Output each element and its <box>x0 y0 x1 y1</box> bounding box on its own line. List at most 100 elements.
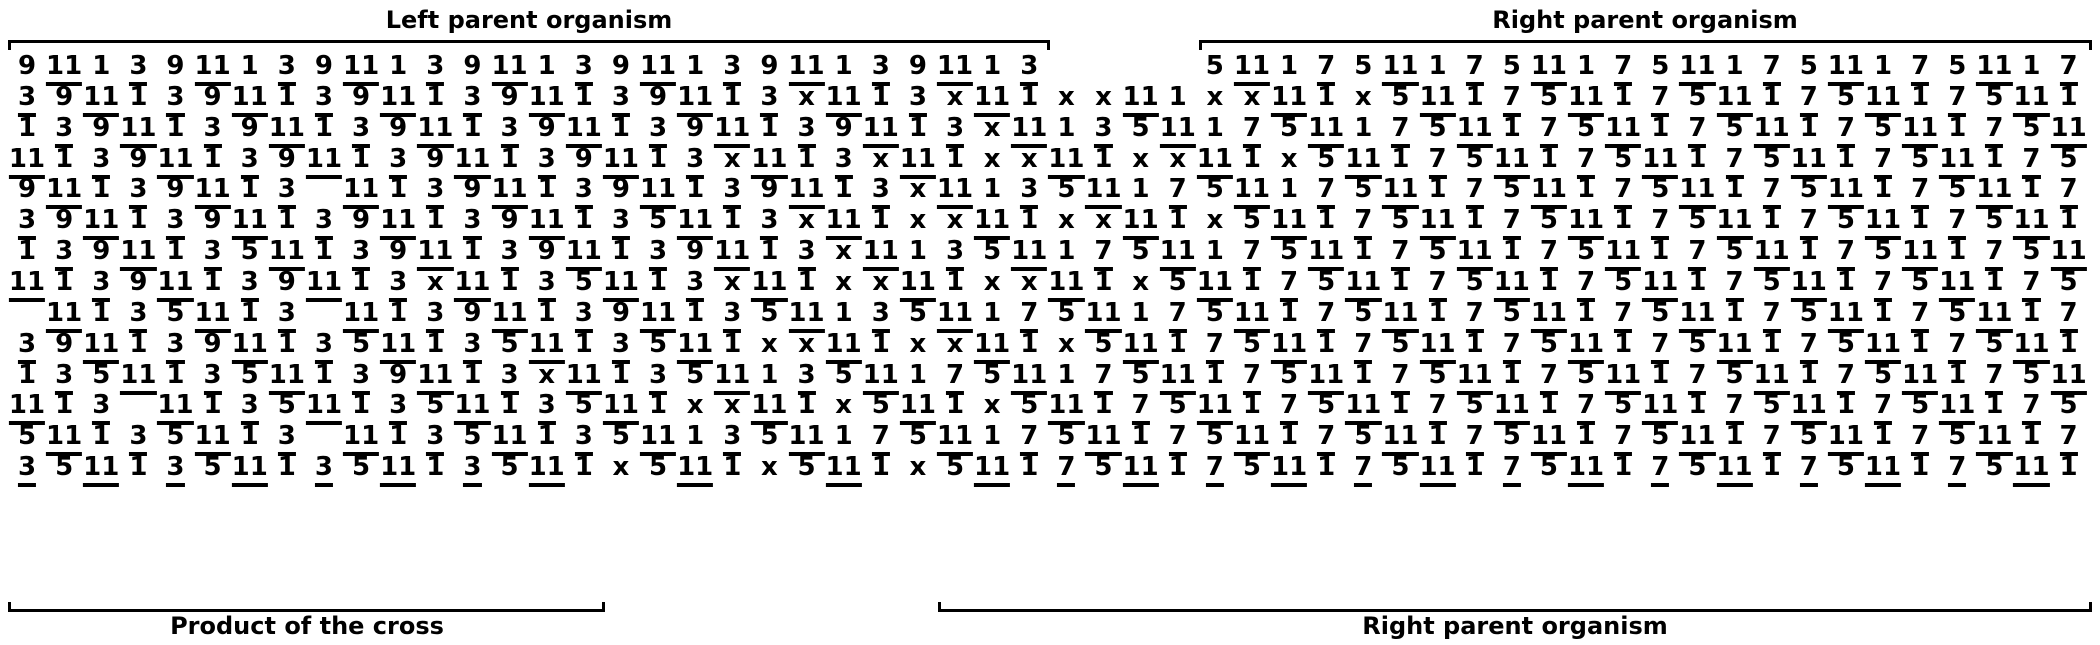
sequence-token: 11 <box>1864 205 1902 241</box>
sequence-token: 1 <box>1428 421 1447 452</box>
sequence-token: 5 <box>1131 236 1150 267</box>
sequence-token: 5 <box>1614 266 1633 297</box>
sequence-token: 3 <box>574 298 593 333</box>
sequence-token: 9 <box>834 112 853 143</box>
sequence-token: 1 <box>686 297 705 328</box>
sequence-token: 1 <box>1354 236 1373 267</box>
sequence-token: 11 <box>974 452 1011 488</box>
sequence-token: 11 <box>231 82 268 117</box>
sequence-token: 1 <box>1948 359 1967 390</box>
crossover-marker: x <box>723 266 741 297</box>
sequence-token: 7 <box>2059 51 2078 86</box>
sequence-token: 1 <box>277 452 296 483</box>
sequence-token: 5 <box>1576 112 1596 143</box>
sequence-token: 5 <box>1539 205 1558 236</box>
sequence-token: 11 <box>1530 174 1567 210</box>
sequence-token: 1 <box>686 174 705 205</box>
sequence-token: 1 <box>129 328 148 359</box>
sequence-token: 7 <box>1428 144 1447 179</box>
sequence-token: 11 <box>1790 267 1827 302</box>
sequence-token: 7 <box>1020 298 1039 333</box>
sequence-token: 7 <box>1911 174 1930 210</box>
sequence-token: 11 <box>936 51 974 86</box>
sequence-token: 11 <box>157 390 194 426</box>
sequence-token: 5 <box>1873 112 1893 143</box>
sequence-token: 9 <box>611 297 630 328</box>
sequence-token: 3 <box>871 298 890 333</box>
sequence-token: 7 <box>1502 205 1521 241</box>
crossover-marker: x <box>723 390 741 421</box>
sequence-token: 1 <box>834 297 853 328</box>
sequence-token: 1 <box>760 112 779 143</box>
crossover-marker: x <box>983 143 1001 174</box>
crossover-marker: x <box>872 143 890 174</box>
sequence-token: 3 <box>611 329 630 364</box>
sequence-token: 1 <box>1762 81 1781 112</box>
sequence-token: 1 <box>17 359 37 390</box>
sequence-token: 1 <box>500 390 519 421</box>
sequence-token: 3 <box>240 144 259 179</box>
sequence-token: 5 <box>871 390 890 421</box>
sequence-token: 3 <box>797 360 816 395</box>
sequence-token: 11 <box>1345 267 1382 302</box>
sequence-token: 7 <box>1354 329 1373 364</box>
sequence-token: 1 <box>92 51 111 81</box>
sequence-token: 7 <box>1985 236 2004 272</box>
sequence-token: 1 <box>834 174 853 205</box>
sequence-token: 7 <box>1576 144 1596 179</box>
sequence-token: 11 <box>677 452 714 488</box>
sequence-token: 5 <box>2022 112 2041 143</box>
sequence-token: 5 <box>55 452 74 483</box>
sequence-token: 1 <box>166 112 185 143</box>
sequence-token: 11 <box>1642 267 1679 302</box>
sequence-token: 3 <box>203 360 222 395</box>
sequence-token: 7 <box>1799 82 1818 117</box>
sequence-token: 11 <box>1382 174 1419 210</box>
sequence-token: 11 <box>1976 421 2013 457</box>
sequence-token: 1 <box>1576 421 1596 452</box>
sequence-token: 1 <box>1354 359 1373 390</box>
sequence-token: 7 <box>1614 421 1633 457</box>
sequence-token: 11 <box>788 51 825 86</box>
sequence-token: 11 <box>1827 298 1864 333</box>
sequence-token: 1 <box>723 205 742 236</box>
sequence-token: 1 <box>537 297 556 328</box>
sequence-token: 11 <box>342 298 380 333</box>
sequence-token: 1 <box>277 328 296 359</box>
sequence-token: 9 <box>611 174 630 205</box>
sequence-token: 7 <box>1391 113 1410 148</box>
sequence-token: 11 <box>602 390 639 426</box>
sequence-token: 11 <box>974 205 1011 241</box>
sequence-token: 7 <box>1020 421 1039 457</box>
sequence-token: 1 <box>129 452 148 483</box>
sequence-token: 1 <box>1057 359 1076 390</box>
sequence-token: 1 <box>1873 421 1893 452</box>
left-parent-bracket <box>8 40 1050 50</box>
sequence-token: 1 <box>1651 112 1670 143</box>
sequence-token: 7 <box>1985 360 2004 395</box>
sequence-token: 11 <box>231 329 268 364</box>
sequence-token: 9 <box>92 236 111 267</box>
sequence-token: 7 <box>1242 360 1261 395</box>
sequence-token: 11 <box>2050 236 2087 272</box>
sequence-token: 7 <box>1280 267 1299 302</box>
sequence-token: 11 <box>1716 82 1753 117</box>
sequence-token: 5 <box>1651 421 1670 452</box>
sequence-token: 11 <box>380 205 417 241</box>
sequence-token: 1 <box>983 174 1002 205</box>
sequence-token: 7 <box>1465 421 1484 457</box>
sequence-token: 11 <box>231 205 268 241</box>
sequence-token: 5 <box>1020 390 1039 421</box>
sequence-token: 5 <box>1911 266 1930 297</box>
sequence-token: 7 <box>1539 360 1558 395</box>
sequence-token: 11 <box>1159 236 1196 272</box>
sequence-token: 9 <box>463 174 482 205</box>
sequence-token: 3 <box>129 421 148 457</box>
sequence-token: 3 <box>537 390 556 426</box>
sequence-token: 1 <box>1168 328 1187 359</box>
sequence-token: 3 <box>945 236 965 272</box>
sequence-token: 5 <box>1614 390 1633 421</box>
sequence-token: 1 <box>983 421 1002 452</box>
sequence-token: 11 <box>1233 174 1271 210</box>
sequence-token: 5 <box>983 359 1002 390</box>
